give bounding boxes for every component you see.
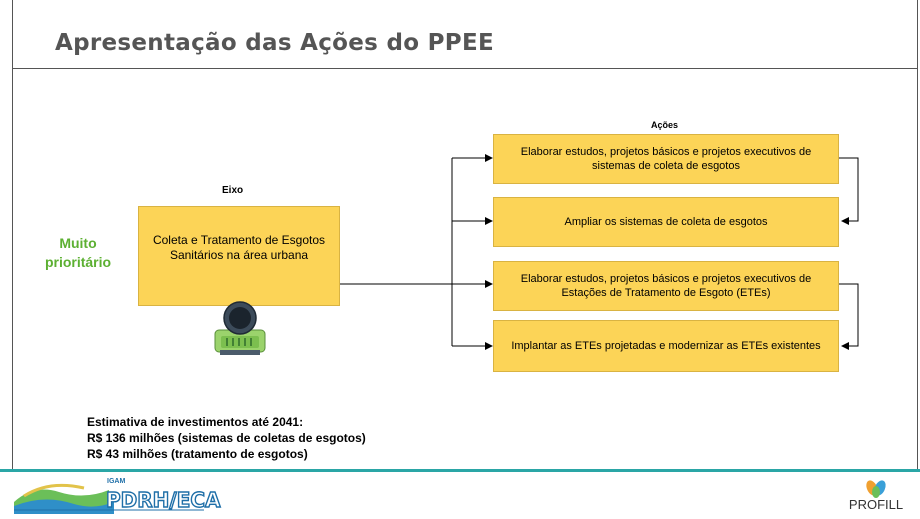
investment-treatment: R$ 43 milhões (tratamento de esgotos) <box>87 447 308 461</box>
investment-collection: R$ 136 milhões (sistemas de coletas de e… <box>87 431 366 445</box>
sequence-arrow-1 <box>839 157 859 225</box>
sequence-arrow-2 <box>839 283 859 350</box>
slide-title: Apresentação das Ações do PPEE <box>55 30 494 56</box>
sewer-pipe-icon <box>214 301 266 355</box>
profill-logo: PROFILL <box>846 478 906 516</box>
profill-text: PROFILL <box>848 497 904 512</box>
pdrh-eca-logo: IGAM PDRH/ECA <box>14 474 221 514</box>
logo-igam-text: IGAM <box>107 478 126 485</box>
title-divider <box>12 68 918 69</box>
eixo-heading: Eixo <box>222 185 244 196</box>
landscape-graphic <box>14 483 204 514</box>
acoes-heading: Ações <box>651 120 679 130</box>
investment-heading: Estimativa de investimentos até 2041: <box>87 415 304 429</box>
priority-label: Muito prioritário <box>44 235 112 270</box>
investment-estimate: Estimativa de investimentos até 2041: R$… <box>87 414 366 462</box>
logo-pdrh-text: PDRH/ECA <box>105 487 221 512</box>
action-box-4: Implantar as ETEs projetadas e moderniza… <box>493 320 839 372</box>
footer-divider <box>0 469 920 472</box>
profill-leaf-icon <box>866 480 886 498</box>
action-box-1: Elaborar estudos, projetos básicos e pro… <box>493 134 839 184</box>
eixo-box: Coleta e Tratamento de Esgotos Sanitário… <box>138 206 340 306</box>
action-box-3: Elaborar estudos, projetos básicos e pro… <box>493 261 839 311</box>
action-box-2: Ampliar os sistemas de coleta de esgotos <box>493 197 839 247</box>
